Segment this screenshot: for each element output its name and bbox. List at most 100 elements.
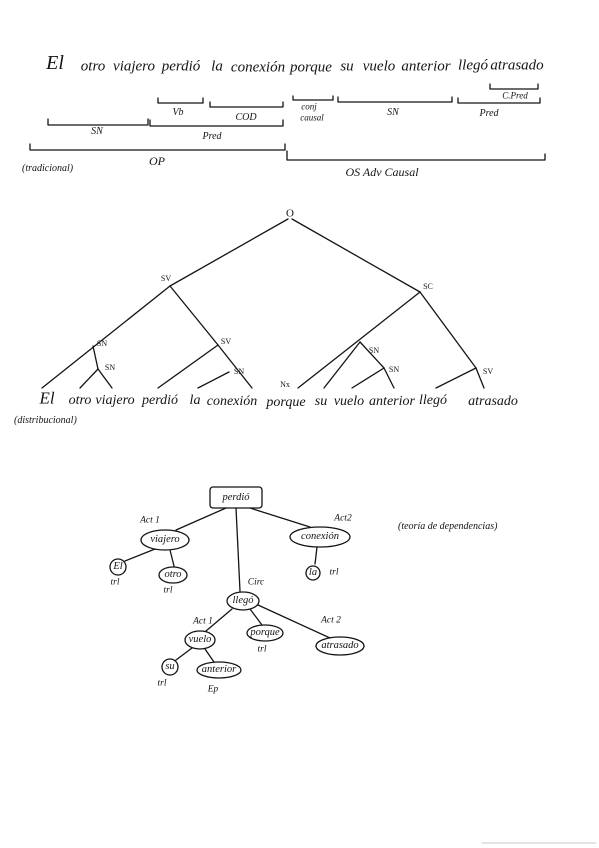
label-causal: causal xyxy=(300,112,324,123)
label-conj: conj xyxy=(301,101,317,112)
dep-node-conexion: conexión xyxy=(301,530,339,542)
traditional-brackets xyxy=(29,83,546,161)
tree-node-sc: SC xyxy=(423,282,433,291)
tree-word-conexion: conexión xyxy=(206,394,258,409)
edge-perdio-conexion xyxy=(249,507,311,528)
tree-word-perdio: perdió xyxy=(141,393,179,408)
dep-node-vuelo: vuelo xyxy=(188,633,212,645)
tree-word-llego: llegó xyxy=(419,393,447,408)
node-la-circle xyxy=(305,565,321,581)
node-otro-ellipse xyxy=(158,566,188,584)
dep-function-trl-otro: trl xyxy=(163,585,173,596)
dep-node-atrasado: atrasado xyxy=(321,639,359,651)
dep-function-trl-el: trl xyxy=(110,577,120,588)
sentence-word-anterior: anterior xyxy=(401,58,451,75)
tree-node-sv-3: SV xyxy=(482,367,494,376)
tree-word-el: El xyxy=(39,388,55,408)
label-os: OS Adv Causal xyxy=(345,165,419,179)
edge-llego-vuelo xyxy=(205,608,233,632)
dep-node-porque: porque xyxy=(250,626,280,638)
distributional-tree-branches xyxy=(41,218,485,389)
sentence-word-llego: llegó xyxy=(458,57,488,74)
bracket-conj-causal xyxy=(292,95,334,101)
dep-node-el: El xyxy=(113,560,123,572)
tree-word-otro: otro xyxy=(68,393,92,408)
branch-sv-sv2 xyxy=(169,285,219,346)
dep-node-otro: otro xyxy=(164,568,182,580)
sentence-word-viajero: viajero xyxy=(113,58,155,75)
branch-root-sv xyxy=(169,218,289,287)
bracket-pred-main xyxy=(149,119,284,127)
node-vuelo-ellipse xyxy=(184,630,216,650)
sentence-word-perdio: perdió xyxy=(161,58,201,75)
tree-word-atrasado: atrasado xyxy=(468,394,518,409)
tree-node-sn-2: SN xyxy=(104,363,116,372)
edge-vuelo-su xyxy=(175,647,193,661)
dep-node-llego: llegó xyxy=(232,594,254,606)
node-el-circle xyxy=(109,558,127,576)
caption-distributional: (distribucional) xyxy=(14,415,77,426)
label-op: OP xyxy=(149,154,165,168)
dep-function-trl-su: trl xyxy=(157,678,167,689)
branch-sv3-llego xyxy=(435,367,477,389)
dep-node-la: la xyxy=(308,566,318,578)
node-conexion-ellipse xyxy=(289,526,351,548)
label-sn-sub: SN xyxy=(387,107,399,118)
edge-viajero-otro xyxy=(169,549,175,567)
dep-function-trl-porque: trl xyxy=(257,644,267,655)
dep-function-ep-anterior: Ep xyxy=(207,684,219,695)
edge-viajero-el xyxy=(124,548,156,562)
branch-sn5-anterior xyxy=(383,367,395,389)
dep-function-act1-vuelo: Act 1 xyxy=(193,616,213,627)
branch-sc-sv3 xyxy=(419,291,477,369)
node-porque-ellipse xyxy=(246,624,284,642)
edge-llego-porque xyxy=(249,608,263,626)
bracket-pred-sub xyxy=(457,97,541,104)
node-anterior-ellipse xyxy=(196,661,242,679)
dep-function-act2-conexion: Act2 xyxy=(334,513,352,524)
tree-word-viajero: viajero xyxy=(95,393,135,408)
sentence-word-vuelo: vuelo xyxy=(362,58,396,75)
branch-sn4-sn5 xyxy=(359,341,385,369)
label-pred-sub: Pred xyxy=(479,108,499,119)
dep-function-circ: Circ xyxy=(247,577,265,588)
tree-node-sn-1: SN xyxy=(96,339,108,348)
edge-vuelo-anterior xyxy=(204,648,215,663)
bracket-os xyxy=(286,150,546,161)
branch-root-sc xyxy=(291,218,421,293)
dep-node-anterior: anterior xyxy=(201,663,237,675)
tree-word-anterior: anterior xyxy=(369,394,415,409)
sentence-word-otro: otro xyxy=(80,58,106,75)
sentence-word-conexion: conexión xyxy=(230,59,286,76)
tree-node-sn-5: SN xyxy=(388,365,400,374)
branch-sn2-otro xyxy=(79,368,99,389)
branch-sv3-atrasado xyxy=(475,367,485,389)
node-viajero-ellipse xyxy=(140,529,190,551)
branch-sv2-perdio xyxy=(157,344,219,389)
tree-word-vuelo: vuelo xyxy=(333,394,365,409)
tree-node-sn-3: SN xyxy=(233,367,245,376)
node-su-circle xyxy=(161,658,179,676)
branch-sv2-conexion xyxy=(217,344,253,389)
edge-perdio-llego xyxy=(235,507,241,592)
sentence-word-la: la xyxy=(211,58,223,75)
branch-sn1-sn2 xyxy=(92,345,99,370)
dep-function-act1-viajero: Act 1 xyxy=(140,515,160,526)
dep-function-act2-atrasado: Act 2 xyxy=(321,615,341,626)
node-llego-ellipse xyxy=(226,591,260,611)
dep-node-viajero: viajero xyxy=(150,533,180,545)
tree-word-porque: porque xyxy=(266,395,306,410)
tree-node-root: O xyxy=(286,207,294,220)
bracket-c-pred xyxy=(489,83,539,90)
node-atrasado-ellipse xyxy=(315,636,365,656)
dep-node-perdio: perdió xyxy=(222,491,250,503)
edge-perdio-viajero xyxy=(175,507,227,531)
dep-function-trl-la: trl xyxy=(329,567,339,578)
tree-node-sv-2: SV xyxy=(220,337,232,346)
branch-sn5-vuelo xyxy=(351,367,385,389)
caption-traditional: (tradicional) xyxy=(22,163,74,174)
bracket-cod xyxy=(209,101,284,108)
branch-sn3-la xyxy=(197,371,230,389)
sentence-word-atrasado: atrasado xyxy=(490,57,544,74)
